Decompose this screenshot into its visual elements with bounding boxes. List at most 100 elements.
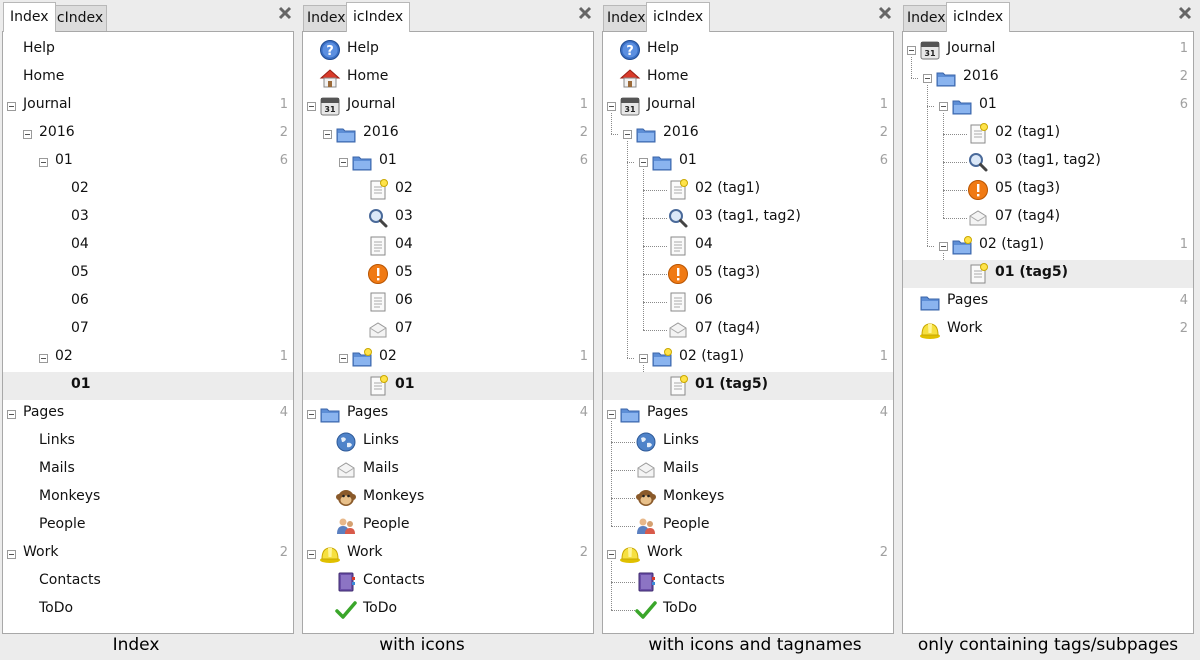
- tree-item[interactable]: ?Help: [603, 36, 893, 64]
- collapse-toggle[interactable]: [307, 410, 316, 419]
- tree-item[interactable]: Help: [3, 36, 293, 64]
- tree-item[interactable]: 06: [603, 288, 893, 316]
- tab-icindex[interactable]: icIndex: [646, 2, 711, 32]
- tree-item[interactable]: 03: [3, 204, 293, 232]
- tree-item[interactable]: People: [303, 512, 593, 540]
- collapse-toggle[interactable]: [307, 102, 316, 111]
- collapse-toggle[interactable]: [339, 158, 348, 167]
- tree-item[interactable]: Home: [603, 64, 893, 92]
- tree-item[interactable]: 05 (tag3): [603, 260, 893, 288]
- tree-item-selected[interactable]: 01: [3, 372, 293, 400]
- collapse-toggle[interactable]: [339, 354, 348, 363]
- collapse-toggle[interactable]: [23, 130, 32, 139]
- tree-item[interactable]: ToDo: [303, 596, 593, 624]
- collapse-toggle[interactable]: [307, 550, 316, 559]
- tree-item[interactable]: 02 (tag1): [903, 120, 1193, 148]
- tree-item[interactable]: Mails: [603, 456, 893, 484]
- collapse-toggle[interactable]: [323, 130, 332, 139]
- tree-item[interactable]: Home: [3, 64, 293, 92]
- tree-item[interactable]: 02: [3, 176, 293, 204]
- tab-icindex[interactable]: icIndex: [346, 2, 411, 32]
- collapse-toggle[interactable]: [607, 550, 616, 559]
- tree-item[interactable]: Monkeys: [3, 484, 293, 512]
- tree-item[interactable]: 02 (tag1)1: [603, 344, 893, 372]
- tree-item[interactable]: ToDo: [3, 596, 293, 624]
- tree-item[interactable]: People: [3, 512, 293, 540]
- close-icon[interactable]: [578, 6, 592, 20]
- collapse-toggle[interactable]: [7, 550, 16, 559]
- close-icon[interactable]: [278, 6, 292, 20]
- tree-item[interactable]: 07: [3, 316, 293, 344]
- tree-item[interactable]: Links: [303, 428, 593, 456]
- collapse-toggle[interactable]: [7, 102, 16, 111]
- tree-item[interactable]: 07 (tag4): [603, 316, 893, 344]
- tab-index[interactable]: Index: [903, 5, 950, 31]
- tree-item[interactable]: ?Help: [303, 36, 593, 64]
- close-icon[interactable]: [1178, 6, 1192, 20]
- collapse-toggle[interactable]: [607, 410, 616, 419]
- collapse-toggle[interactable]: [639, 158, 648, 167]
- collapse-toggle[interactable]: [907, 46, 916, 55]
- tree-item[interactable]: Contacts: [3, 568, 293, 596]
- tab-index[interactable]: Index: [3, 2, 56, 32]
- tab-icindex[interactable]: icIndex: [49, 5, 108, 31]
- collapse-toggle[interactable]: [639, 354, 648, 363]
- tree-item[interactable]: 07 (tag4): [903, 204, 1193, 232]
- tree-item[interactable]: 06: [3, 288, 293, 316]
- tree-item[interactable]: 04: [3, 232, 293, 260]
- tree-item[interactable]: People: [603, 512, 893, 540]
- tree-item[interactable]: 05: [3, 260, 293, 288]
- tree-item[interactable]: 06: [303, 288, 593, 316]
- tree-item[interactable]: 02 (tag1)1: [903, 232, 1193, 260]
- collapse-toggle[interactable]: [939, 102, 948, 111]
- tree-item[interactable]: 02 (tag1): [603, 176, 893, 204]
- collapse-toggle[interactable]: [939, 242, 948, 251]
- collapse-toggle[interactable]: [39, 158, 48, 167]
- tree-item[interactable]: 03 (tag1, tag2): [903, 148, 1193, 176]
- collapse-toggle[interactable]: [607, 102, 616, 111]
- collapse-toggle[interactable]: [923, 74, 932, 83]
- tree-item[interactable]: 05 (tag3): [903, 176, 1193, 204]
- tree-item[interactable]: Mails: [3, 456, 293, 484]
- tree-item-selected[interactable]: 01: [303, 372, 593, 400]
- tree-item[interactable]: 05: [303, 260, 593, 288]
- tree-item[interactable]: Links: [3, 428, 293, 456]
- tree-item[interactable]: Contacts: [303, 568, 593, 596]
- tree-item[interactable]: Mails: [303, 456, 593, 484]
- tree-item[interactable]: Home: [303, 64, 593, 92]
- tree-item[interactable]: Contacts: [603, 568, 893, 596]
- tree-item[interactable]: 07: [303, 316, 593, 344]
- tree-item[interactable]: 03 (tag1, tag2): [603, 204, 893, 232]
- tab-icindex[interactable]: icIndex: [946, 2, 1011, 32]
- tree-item[interactable]: 04: [603, 232, 893, 260]
- collapse-toggle[interactable]: [623, 130, 632, 139]
- tree-item[interactable]: ToDo: [603, 596, 893, 624]
- tab-index[interactable]: Index: [603, 5, 650, 31]
- tree-item[interactable]: 03: [303, 204, 593, 232]
- tab-index[interactable]: Index: [303, 5, 350, 31]
- close-icon[interactable]: [878, 6, 892, 20]
- tree-item-selected[interactable]: 01 (tag5): [903, 260, 1193, 288]
